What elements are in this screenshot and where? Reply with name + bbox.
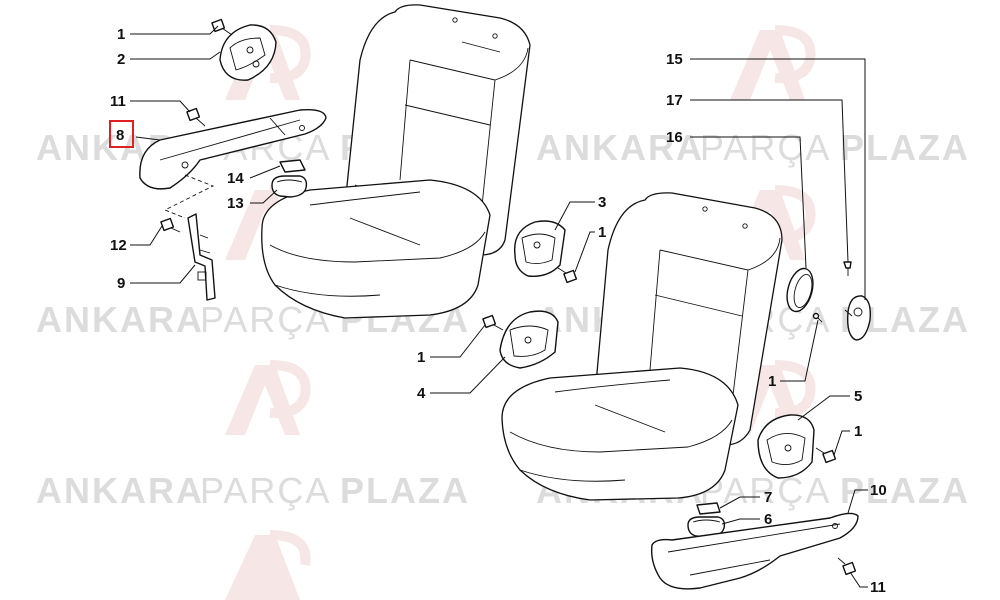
callout-1[interactable]: 1 bbox=[598, 224, 606, 241]
left-seat-cushion-bottom bbox=[274, 284, 381, 297]
right-seat bbox=[501, 192, 783, 501]
watermark-brand-bold: ANKARA bbox=[36, 299, 204, 340]
callout-5[interactable]: 5 bbox=[854, 388, 862, 405]
left-seat-backrest-side bbox=[494, 47, 529, 81]
bolt-icon[interactable] bbox=[160, 217, 181, 233]
callout-2[interactable]: 2 bbox=[117, 51, 125, 68]
left-seat-headrest-hole bbox=[452, 17, 458, 23]
bolt-icon[interactable] bbox=[482, 314, 504, 331]
watermark-text-row: ANKARA PARÇA PLAZA bbox=[36, 470, 470, 511]
left-seat-backrest-seam bbox=[404, 104, 491, 126]
callout-11[interactable]: 11 bbox=[870, 579, 886, 596]
left-seat-cushion-seam bbox=[349, 217, 421, 246]
watermark-brand-light: PARÇA bbox=[700, 127, 831, 168]
callout-6[interactable]: 6 bbox=[764, 511, 772, 528]
callout-13[interactable]: 13 bbox=[227, 195, 244, 212]
part-9-bracket[interactable] bbox=[187, 213, 216, 301]
watermark-logo bbox=[225, 360, 311, 435]
part-17-pin[interactable] bbox=[843, 261, 852, 276]
left-seat-cushion bbox=[261, 179, 491, 319]
callout-11[interactable]: 11 bbox=[110, 93, 126, 110]
callout-17[interactable]: 17 bbox=[666, 92, 683, 109]
part-3-hinge-cover[interactable] bbox=[513, 220, 566, 277]
part-6-button[interactable] bbox=[687, 516, 726, 538]
right-seat-cushion-seam bbox=[554, 379, 671, 393]
left-seat-cushion-edge bbox=[269, 231, 486, 263]
right-seat-cushion-bottom bbox=[519, 469, 626, 482]
right-seat-backrest-seam bbox=[654, 294, 743, 317]
callout-4[interactable]: 4 bbox=[417, 385, 426, 402]
watermark-logo bbox=[225, 25, 311, 100]
assembly-dashed-line bbox=[163, 174, 215, 219]
part-15-recliner-knob[interactable] bbox=[844, 295, 872, 341]
watermark-brand-bold: ANKARA bbox=[36, 470, 204, 511]
callout-1[interactable]: 1 bbox=[117, 26, 125, 43]
watermark-brand-bold: ANKARA bbox=[536, 127, 704, 168]
right-seat-headrest-hole bbox=[702, 206, 708, 212]
bolt-icon[interactable] bbox=[837, 557, 857, 576]
right-seat-headrest-hole bbox=[742, 223, 748, 229]
callout-10[interactable]: 10 bbox=[870, 482, 887, 499]
watermark-brand-bold: PLAZA bbox=[840, 127, 970, 168]
part-10-side-trim[interactable] bbox=[650, 512, 859, 590]
callout-12[interactable]: 12 bbox=[110, 237, 127, 254]
bolt-icon[interactable] bbox=[815, 447, 837, 464]
callout-1[interactable]: 1 bbox=[854, 423, 862, 440]
part-8-side-trim[interactable] bbox=[139, 108, 327, 190]
part-4-hinge-cover[interactable] bbox=[499, 310, 559, 369]
left-seat-headrest-hole bbox=[492, 33, 498, 39]
part-16-round-cap[interactable] bbox=[783, 266, 818, 315]
screw-icon[interactable] bbox=[812, 312, 823, 323]
callout-9[interactable]: 9 bbox=[117, 275, 125, 292]
left-seat bbox=[261, 4, 531, 319]
watermark-text-row: ANKARA PARÇA PLAZA bbox=[536, 127, 970, 168]
left-seat-cushion-seam bbox=[309, 191, 421, 206]
right-seat-cushion-seam bbox=[594, 404, 666, 433]
part-14-pad[interactable] bbox=[279, 159, 306, 173]
left-seat-backrest-seam bbox=[399, 59, 411, 181]
watermark-brand-bold: PLAZA bbox=[340, 470, 470, 511]
part-13-button[interactable] bbox=[271, 175, 308, 198]
callout-16[interactable]: 16 bbox=[666, 129, 683, 146]
callout-7[interactable]: 7 bbox=[764, 489, 772, 506]
part-5-hinge-cover[interactable] bbox=[757, 414, 815, 479]
bolt-icon[interactable] bbox=[557, 267, 578, 284]
callout-3[interactable]: 3 bbox=[598, 194, 606, 211]
watermark-logo bbox=[225, 530, 311, 600]
right-seat-cushion-edge bbox=[509, 419, 733, 453]
callout-1[interactable]: 1 bbox=[417, 349, 425, 366]
watermark-logo bbox=[730, 25, 816, 100]
callout-labels: 1 2 11 8 14 13 12 9 3 1 1 4 15 17 16 1 5… bbox=[109, 26, 887, 596]
callout-1[interactable]: 1 bbox=[768, 373, 776, 390]
part-7-pad[interactable] bbox=[696, 502, 721, 515]
callout-8[interactable]: 8 bbox=[116, 127, 124, 144]
right-seat-cushion bbox=[501, 367, 739, 501]
part-2-hinge-cover[interactable] bbox=[219, 24, 277, 81]
left-seat-backrest-seam bbox=[461, 41, 501, 53]
callout-8-highlight-box bbox=[109, 120, 134, 148]
right-seat-backrest-side bbox=[747, 237, 781, 271]
leader-lines bbox=[130, 25, 868, 588]
watermark-text-row: ANKARA PARÇA PLAZA bbox=[36, 299, 468, 340]
callout-15[interactable]: 15 bbox=[666, 51, 683, 68]
watermark-brand-light: PARÇA bbox=[200, 470, 331, 511]
right-seat-backrest-seam bbox=[649, 249, 661, 371]
callout-14[interactable]: 14 bbox=[227, 170, 244, 187]
bolt-icon[interactable] bbox=[211, 18, 233, 36]
